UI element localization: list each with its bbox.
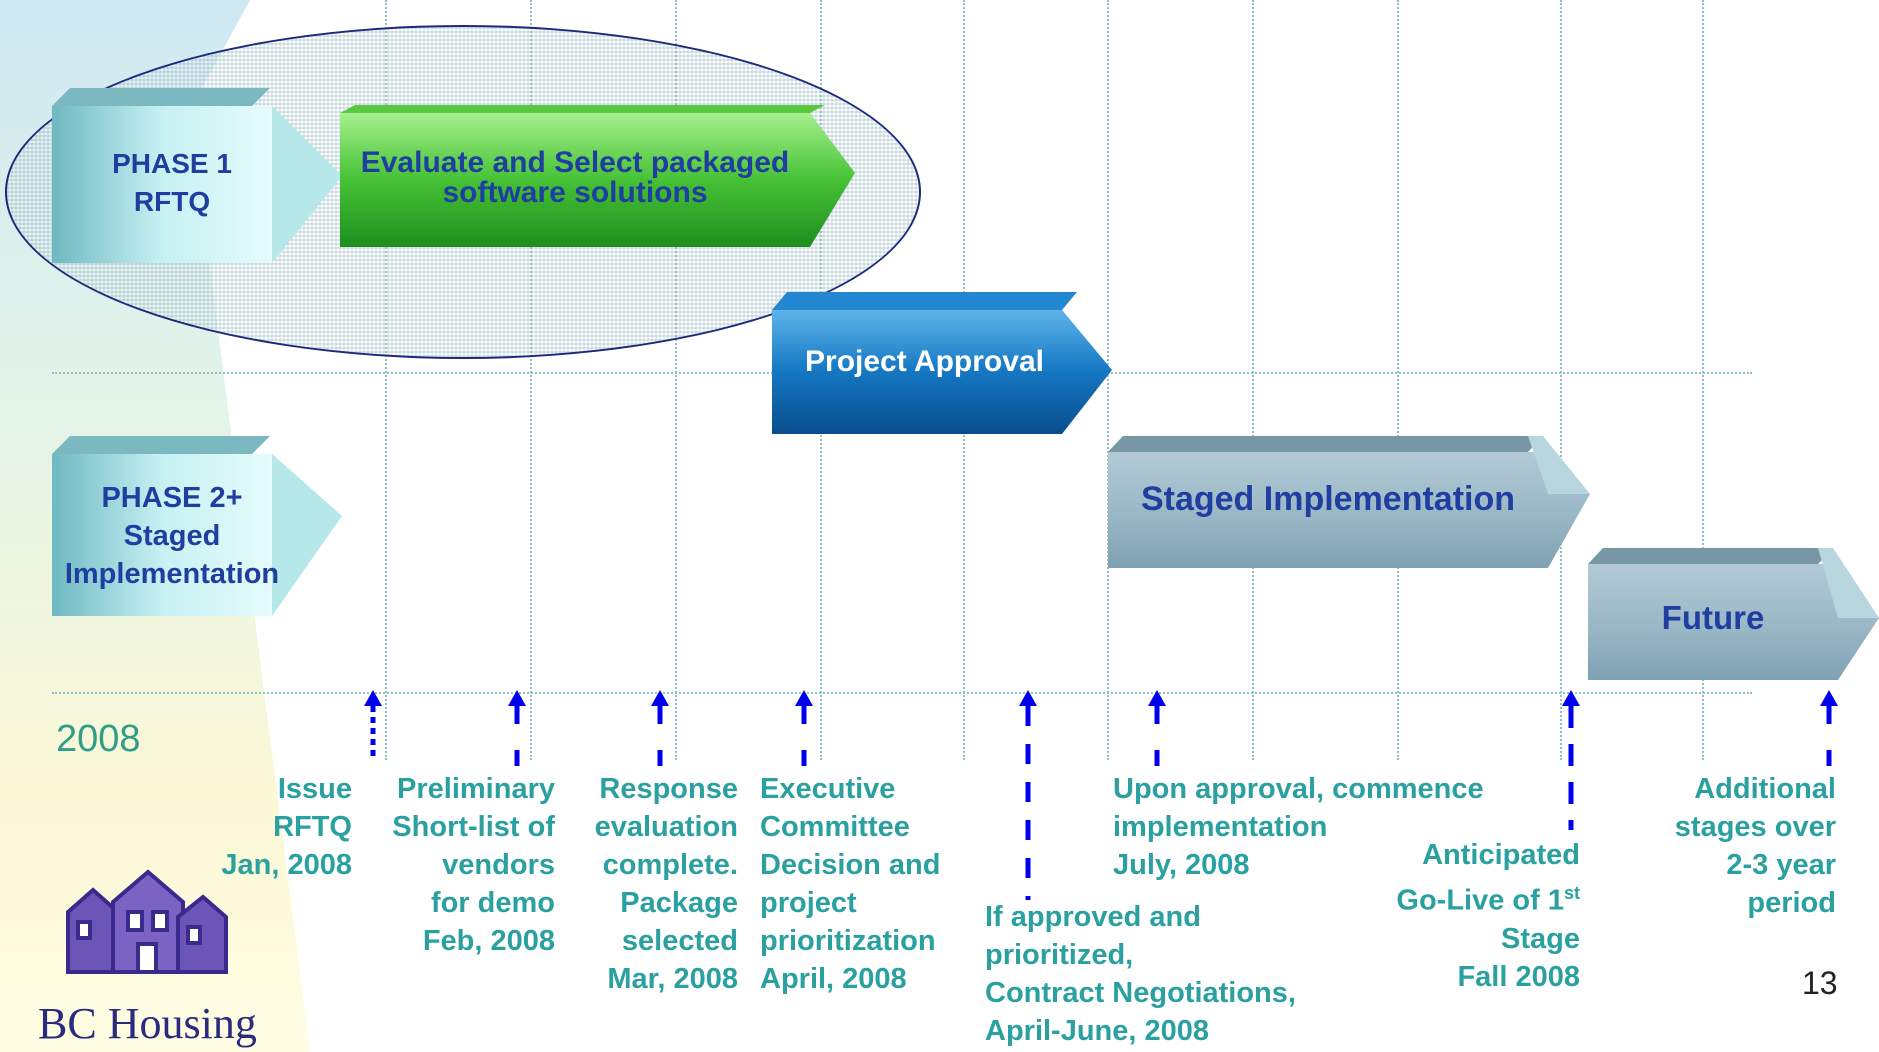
- grid-vline: [1252, 0, 1254, 760]
- phase2-title: PHASE 2+: [101, 482, 243, 514]
- grid-vline: [1107, 0, 1109, 760]
- grid-vline: [1560, 0, 1562, 760]
- phase2-line3: Implementation: [64, 558, 280, 590]
- milestone-marker-jan: [362, 690, 384, 761]
- milestone-label-jul: Upon approval, commence implementation J…: [1113, 773, 1484, 881]
- milestone-marker-future: [1818, 690, 1840, 771]
- houses-logo-icon: [66, 869, 228, 974]
- evaluate-bar: Evaluate and Select packaged software so…: [340, 105, 855, 247]
- future-label: Future: [1661, 599, 1765, 636]
- milestone-label-fall: Anticipated Go-Live of 1st Stage Fall 20…: [1396, 839, 1580, 993]
- milestone-marker-contract: [1017, 690, 1039, 905]
- phase2-arrow: PHASE 2+ Staged Implementation: [52, 436, 342, 616]
- evaluate-line1: Evaluate and Select packaged: [360, 146, 790, 179]
- milestone-label-mar: Response evaluation complete. Package se…: [594, 773, 738, 995]
- staged-implementation-bar: Staged Implementation: [1108, 436, 1590, 568]
- grid-vline: [675, 0, 677, 760]
- milestone-marker-apr: [793, 690, 815, 771]
- milestone-marker-jul: [1146, 690, 1168, 771]
- phase1-arrow: PHASE 1 RFTQ: [52, 88, 342, 263]
- milestone-marker-mar: [649, 690, 671, 771]
- grid-hline: [52, 692, 1752, 694]
- project-approval-label: Project Approval: [805, 345, 1044, 378]
- milestone-marker-feb: [506, 690, 528, 771]
- evaluate-line2: software solutions: [442, 176, 708, 209]
- milestone-label-jan: Issue RFTQ Jan, 2008: [221, 773, 352, 881]
- logo-text: BC Housing: [38, 999, 257, 1048]
- phase1-title: PHASE 1: [112, 148, 232, 179]
- milestone-label-apr: Executive Committee Decision and project…: [760, 773, 941, 995]
- phase2-line2: Staged: [123, 520, 221, 552]
- phase1-subtitle: RFTQ: [133, 186, 211, 217]
- milestone-label-contract: If approved and prioritized, Contract Ne…: [985, 901, 1296, 1047]
- future-bar: Future: [1588, 548, 1879, 680]
- year-label: 2008: [56, 718, 141, 760]
- grid-vline: [530, 0, 532, 760]
- grid-vline: [385, 0, 387, 760]
- page-number: 13: [1802, 965, 1838, 1001]
- staged-implementation-label: Staged Implementation: [1140, 479, 1516, 518]
- project-approval-bar: Project Approval: [772, 292, 1112, 434]
- grid-vline: [1702, 0, 1704, 760]
- milestone-label-feb: Preliminary Short-list of vendors for de…: [392, 773, 555, 957]
- milestone-label-future: Additional stages over 2-3 year period: [1674, 773, 1836, 919]
- grid-vline: [1397, 0, 1399, 760]
- milestone-marker-fall: [1560, 690, 1582, 835]
- bc-housing-logo: [48, 862, 278, 1052]
